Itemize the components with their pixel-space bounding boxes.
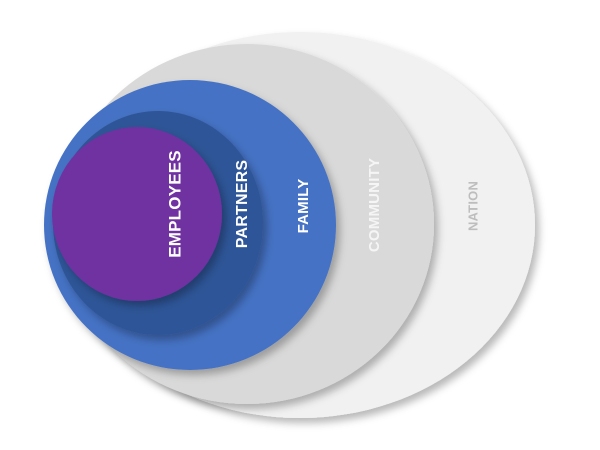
label-family: FAMILY (295, 179, 312, 234)
label-community: COMMUNITY (366, 158, 383, 252)
label-employees: EMPLOYEES (165, 150, 184, 258)
ring-employees (52, 127, 222, 301)
label-partners: PARTNERS (234, 160, 251, 249)
label-nation: NATION (465, 181, 480, 231)
